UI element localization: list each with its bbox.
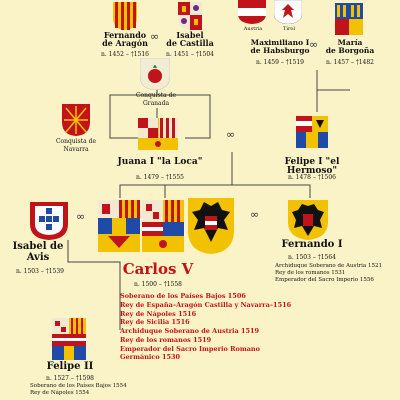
isabel-castilla-name: Isabel de Castilla [166, 30, 214, 49]
tirol-label: Tirol [283, 26, 295, 32]
felipe-hermoso-name: Felipe I "el Hermoso" [284, 157, 340, 177]
juana-life: n. 1479 – †1555 [135, 174, 185, 181]
maximiliano-life: n. 1459 – †1519 [255, 59, 305, 66]
navarra-shield [62, 104, 90, 136]
marriage-symbol: ∞ [250, 208, 260, 221]
felipe-ii-name: Felipe II [46, 361, 94, 372]
felipe-ii-shield [52, 318, 86, 360]
marriage-symbol: ∞ [226, 128, 236, 141]
granada-label: Conquista de Granada [135, 92, 177, 107]
austria-shield [238, 0, 266, 24]
navarra-label: Conquista de Navarra [55, 138, 97, 153]
imperial-eagle-shield [188, 198, 234, 254]
isabel-avis-life: n. 1503 – †1539 [15, 268, 65, 275]
fernando-life: n. 1452 – †1516 [100, 51, 150, 58]
marriage-symbol: ∞ [150, 30, 160, 43]
maria-life: n. 1457 – †1482 [325, 59, 375, 66]
isabel-avis-name: Isabel de Avis [12, 241, 64, 263]
aragon-shield [113, 2, 137, 30]
fernando-i-shield [288, 200, 328, 240]
juana-shield [138, 118, 178, 150]
carlos-shield-spain [98, 200, 140, 252]
maximiliano-name: Maximiliano I de Habsburgo [250, 38, 310, 55]
isabel-castilla-life: n. 1451 – †1504 [165, 51, 215, 58]
fernando-name: Fernando de Aragón [102, 30, 148, 49]
austria-label: Austria [243, 26, 263, 32]
marriage-symbol: ∞ [76, 210, 86, 223]
felipe-ii-titles: Soberano de los Países Bajos 1554 Rey de… [30, 383, 127, 396]
juana-name: Juana I "la Loca" [117, 157, 203, 167]
carlos-name: Carlos V [122, 260, 194, 278]
granada-shield [140, 58, 170, 90]
fernando-i-life: n. 1503 – †1564 [287, 254, 337, 261]
tirol-shield [274, 0, 302, 24]
marriage-symbol: ∞ [309, 38, 319, 51]
portugal-shield [30, 202, 68, 240]
fernando-i-name: Fernando I [281, 239, 343, 250]
maria-name: María de Borgoña [325, 38, 375, 55]
felipe-hermoso-shield [296, 116, 328, 148]
felipe-hermoso-life: n. 1478 – †1506 [287, 174, 337, 181]
felipe-ii-life: n. 1527 – †1598 [45, 375, 95, 382]
carlos-shield-quarters [142, 200, 184, 252]
carlos-titles: Soberano de los Países Bajos 1506 Rey de… [120, 292, 292, 362]
castile-leon-shield [178, 2, 202, 30]
carlos-life: n. 1500 – †1558 [133, 281, 183, 288]
fernando-i-titles: Archiduque Soberano de Austria 1521 Rey … [275, 263, 382, 283]
burgundy-shield [335, 3, 363, 35]
